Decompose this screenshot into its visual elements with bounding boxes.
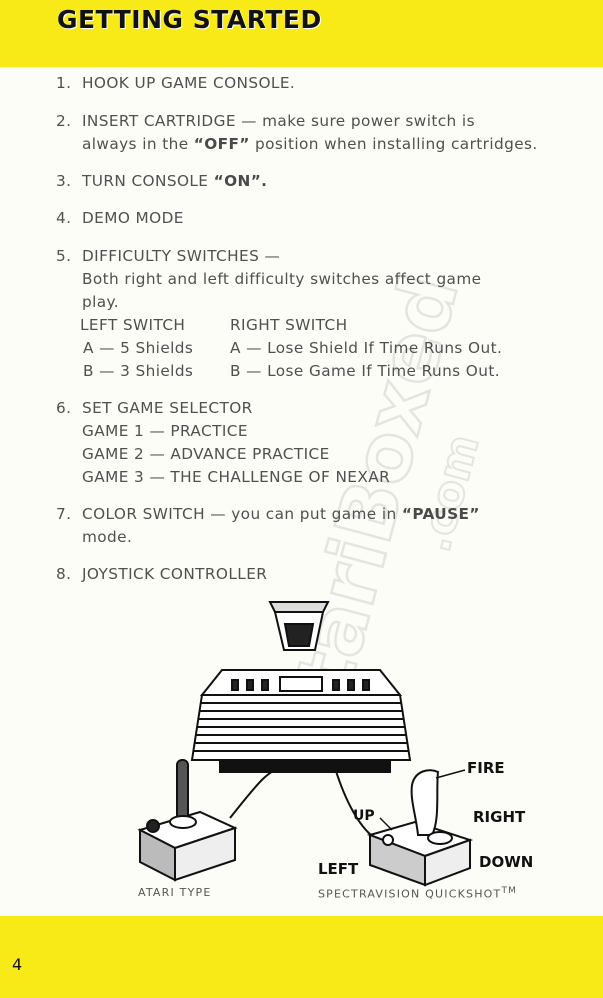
spectravision-caption: SPECTRAVISION QUICKSHOTTM — [318, 886, 518, 901]
step-text: DIFFICULTY SWITCHES — — [82, 247, 281, 265]
step-text: JOYSTICK CONTROLLER — [82, 565, 268, 583]
step-text: TURN CONSOLE “ON”. — [82, 172, 268, 190]
left-label: LEFT — [318, 860, 359, 878]
footer-bar — [0, 916, 603, 998]
step-text: HOOK UP GAME CONSOLE. — [82, 74, 296, 92]
cartridge-icon — [268, 601, 330, 651]
step-text-line-2: mode. — [82, 528, 133, 546]
left-switch-header: LEFT SWITCH — [80, 316, 186, 334]
right-label: RIGHT — [473, 808, 526, 826]
atari-type-caption: ATARI TYPE — [138, 886, 212, 899]
step-text: INSERT CARTRIDGE — make sure power switc… — [82, 112, 475, 130]
left-switch-b: B — 3 Shields — [83, 362, 194, 380]
trademark-symbol: TM — [501, 886, 518, 896]
step-number: 6. — [56, 399, 72, 417]
step-number: 5. — [56, 247, 72, 265]
page-title: GETTING STARTED — [57, 5, 322, 34]
difficulty-table: LEFT SWITCH RIGHT SWITCH A — 5 Shields A… — [80, 314, 580, 384]
step-number: 2. — [56, 112, 72, 130]
step-text: SET GAME SELECTOR — [82, 399, 253, 417]
header-bar: GETTING STARTED — [0, 0, 603, 67]
right-switch-header: RIGHT SWITCH — [230, 316, 348, 334]
right-switch-a: A — Lose Shield If Time Runs Out. — [230, 339, 503, 357]
step-text-line-3: play. — [82, 293, 120, 311]
left-switch-a: A — 5 Shields — [83, 339, 194, 357]
step-number: 8. — [56, 565, 72, 583]
step-number: 7. — [56, 505, 72, 523]
quickshot-cable — [334, 767, 379, 841]
up-label: UP — [353, 808, 375, 824]
atari-joystick-icon — [137, 759, 238, 882]
step-number: 1. — [56, 74, 72, 92]
page-number: 4 — [12, 955, 23, 974]
step-number: 4. — [56, 209, 72, 227]
down-label: DOWN — [479, 853, 534, 871]
fire-label: FIRE — [467, 759, 505, 777]
step-text: DEMO MODE — [82, 209, 184, 227]
right-switch-b: B — Lose Game If Time Runs Out. — [230, 362, 500, 380]
step-text-line-2: Both right and left difficulty switches … — [82, 270, 482, 288]
step-text-line-2: always in the “OFF” position when instal… — [82, 135, 538, 153]
game-3-line: GAME 3 — THE CHALLENGE OF NEXAR — [82, 468, 391, 486]
atari-console-icon — [190, 669, 412, 773]
quickshot-joystick-icon — [366, 769, 474, 887]
joystick-cable — [229, 767, 286, 819]
game-1-line: GAME 1 — PRACTICE — [82, 422, 248, 440]
step-number: 3. — [56, 172, 72, 190]
game-2-line: GAME 2 — ADVANCE PRACTICE — [82, 445, 330, 463]
step-text: COLOR SWITCH — you can put game in “PAUS… — [82, 505, 480, 523]
